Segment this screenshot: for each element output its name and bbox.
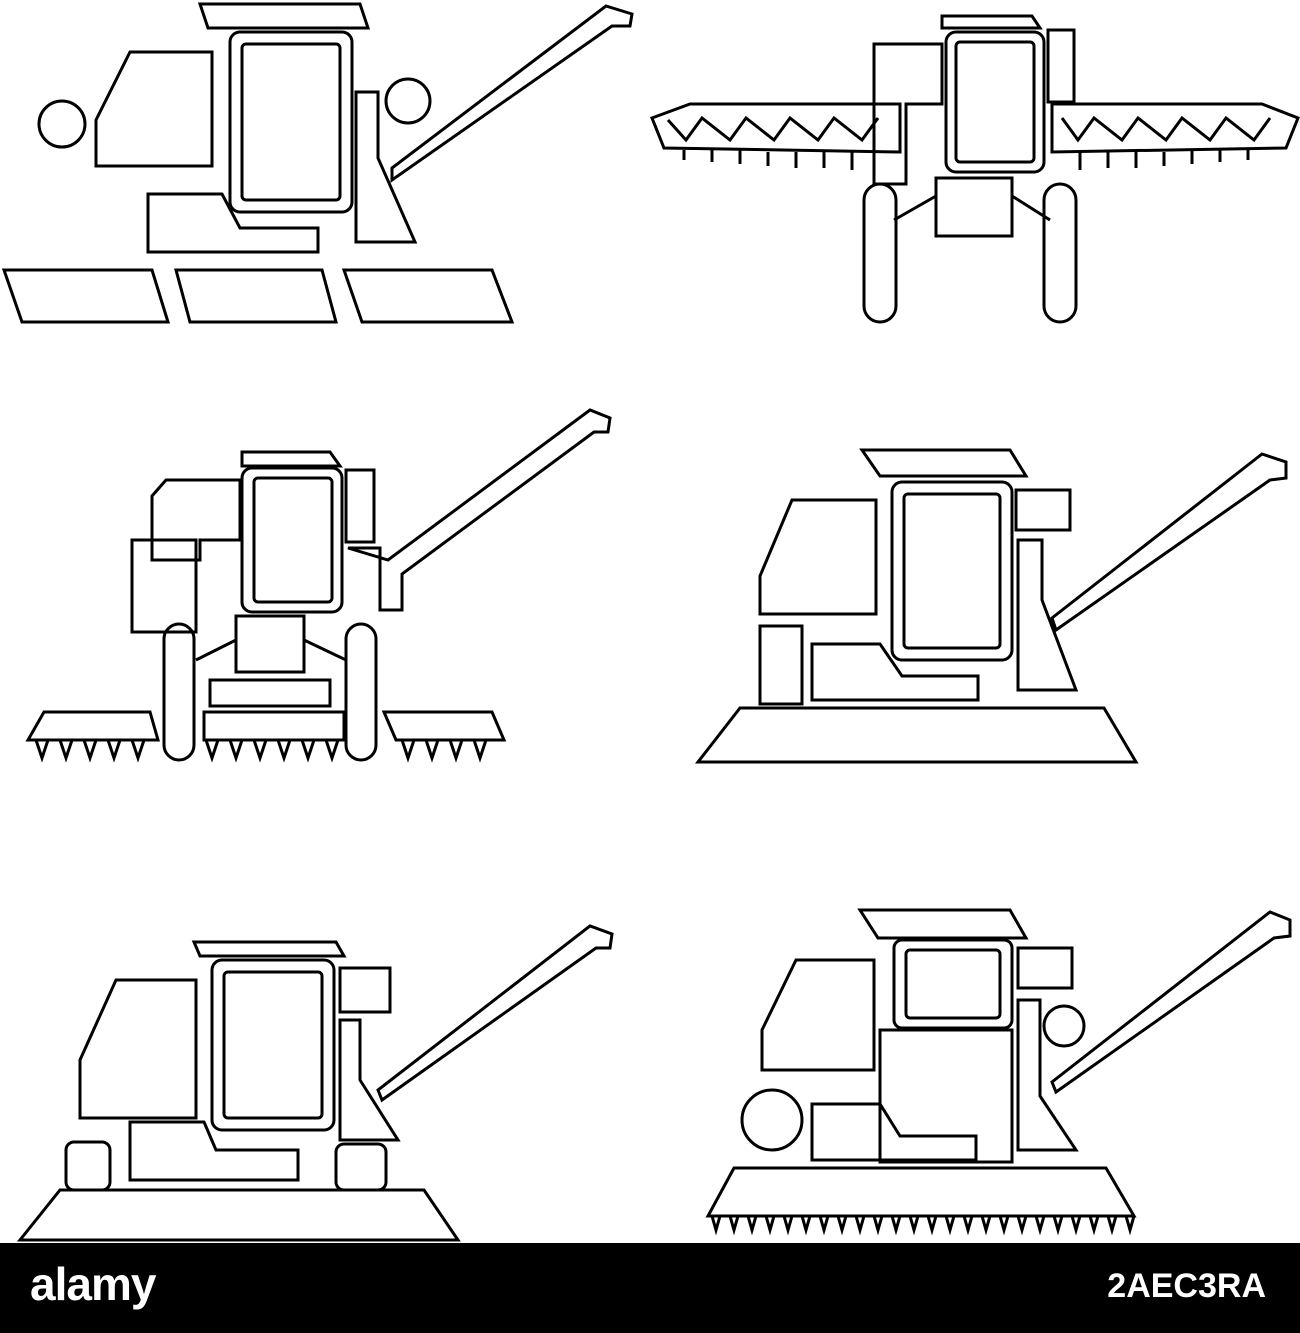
sprayer-nozzles-left — [682, 150, 854, 170]
combine-harvester-2-icon — [694, 448, 1288, 764]
combine-harvester-front-icon — [25, 408, 612, 763]
image-id-label: 2AEC3RA — [1107, 1267, 1266, 1305]
sprayer-nozzles-right — [1078, 150, 1250, 170]
header-teeth-row — [710, 1215, 1136, 1236]
combine-harvester-4-icon — [705, 908, 1292, 1236]
combine-harvester-1-icon — [1, 2, 634, 324]
crop-sprayer-icon — [650, 14, 1300, 324]
combine-harvester-3-icon — [16, 924, 614, 1242]
watermark-footer: alamy 2AEC3RA — [0, 1243, 1300, 1333]
alamy-logo: alamy — [30, 1258, 156, 1310]
header-teeth — [34, 739, 488, 763]
icon-grid — [1, 2, 1300, 1242]
